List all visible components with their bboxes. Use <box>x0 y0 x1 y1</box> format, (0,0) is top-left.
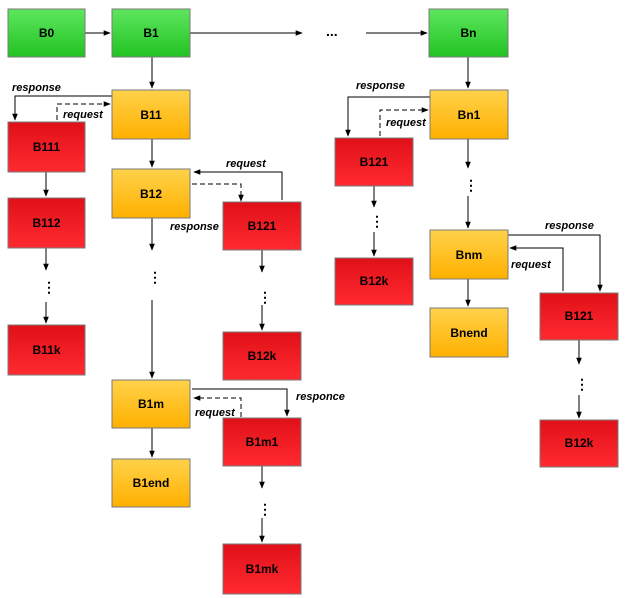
label-responce-b1m: responce <box>296 391 345 403</box>
node-b11: B11 <box>111 89 191 140</box>
node-b12k-middle-label: B12k <box>360 274 389 288</box>
vdots-b121c-col: ⋮ <box>575 376 589 392</box>
edge-bnm-b121-response <box>508 234 603 292</box>
label-response-b12: response <box>170 221 219 233</box>
edge-b1m-b1m1-responce <box>192 388 290 417</box>
vdots-b1m1-col: ⋮ <box>258 501 272 517</box>
node-b1: B1 <box>111 8 191 58</box>
edge-b121-bnm-request <box>509 245 564 291</box>
edge-b121-bn1-request <box>379 107 429 136</box>
node-b121-left-label: B121 <box>248 219 277 233</box>
label-request-bnm: request <box>511 259 552 271</box>
node-b112-label: B112 <box>32 216 60 230</box>
top-ellipsis: ... <box>326 23 338 39</box>
node-b111: B111 <box>7 121 86 173</box>
node-b112: B112 <box>7 197 86 249</box>
node-bn1: Bn1 <box>429 89 509 140</box>
label-request-b11: request <box>63 109 104 121</box>
node-b121-left: B121 <box>222 201 302 251</box>
node-bnm-label: Bnm <box>456 248 483 262</box>
node-bn-label: Bn <box>461 26 477 40</box>
edge-b111-b11-request <box>56 101 111 120</box>
node-b11-label: B11 <box>140 108 162 122</box>
node-b121-middle-label: B121 <box>360 155 389 169</box>
node-b1mk: B1mk <box>222 543 302 595</box>
label-request-b1m: request <box>195 407 236 419</box>
node-b111-label: B111 <box>33 140 61 154</box>
node-b121-right-label: B121 <box>565 309 594 323</box>
label-response-bn1: response <box>356 80 405 92</box>
node-b1m1-label: B1m1 <box>246 435 279 449</box>
node-b11k: B11k <box>7 324 86 376</box>
edge-b12-b121-response <box>192 183 244 202</box>
node-b12: B12 <box>111 168 191 219</box>
label-request-b12: request <box>226 158 267 170</box>
edge-b121-b12-request <box>193 169 283 200</box>
edge-b11-b111-response <box>12 95 112 121</box>
node-b0: B0 <box>7 8 86 58</box>
node-b12k-right: B12k <box>539 419 619 468</box>
node-b121-right: B121 <box>539 292 619 341</box>
node-b1end-label: B1end <box>133 476 170 490</box>
node-b0-label: B0 <box>39 26 55 40</box>
node-b12-label: B12 <box>140 187 162 201</box>
node-bnend-label: Bnend <box>450 326 487 340</box>
edge-b1m1-b1m-request <box>193 395 242 417</box>
node-bn: Bn <box>428 8 509 58</box>
node-b12k-middle: B12k <box>334 257 414 306</box>
node-b1m1: B1m1 <box>222 417 302 467</box>
vdots-b111-col: ⋮ <box>42 279 56 295</box>
node-b12k-left: B12k <box>222 331 302 381</box>
node-b11k-label: B11k <box>32 343 60 357</box>
vdots-bn-col: ⋮ <box>464 177 478 193</box>
vdots-b1-col: ⋮ <box>148 269 162 285</box>
node-b1mk-label: B1mk <box>246 562 279 576</box>
vdots-b121b-col: ⋮ <box>370 213 384 229</box>
node-b12k-left-label: B12k <box>248 349 277 363</box>
label-response-bnm: response <box>545 220 594 232</box>
edge-bn1-b121-response <box>345 96 430 137</box>
node-bnm: Bnm <box>429 229 509 280</box>
node-b121-middle: B121 <box>334 137 414 187</box>
node-b12k-right-label: B12k <box>565 436 594 450</box>
label-request-bn1: request <box>386 117 427 129</box>
vdots-b121-col: ⋮ <box>258 289 272 305</box>
node-bnend: Bnend <box>429 307 509 358</box>
node-b1m: B1m <box>111 379 191 429</box>
node-bn1-label: Bn1 <box>458 108 481 122</box>
label-response-b11: response <box>12 82 61 94</box>
node-b1m-label: B1m <box>138 397 164 411</box>
node-b1-label: B1 <box>143 26 159 40</box>
node-b1end: B1end <box>111 458 191 508</box>
